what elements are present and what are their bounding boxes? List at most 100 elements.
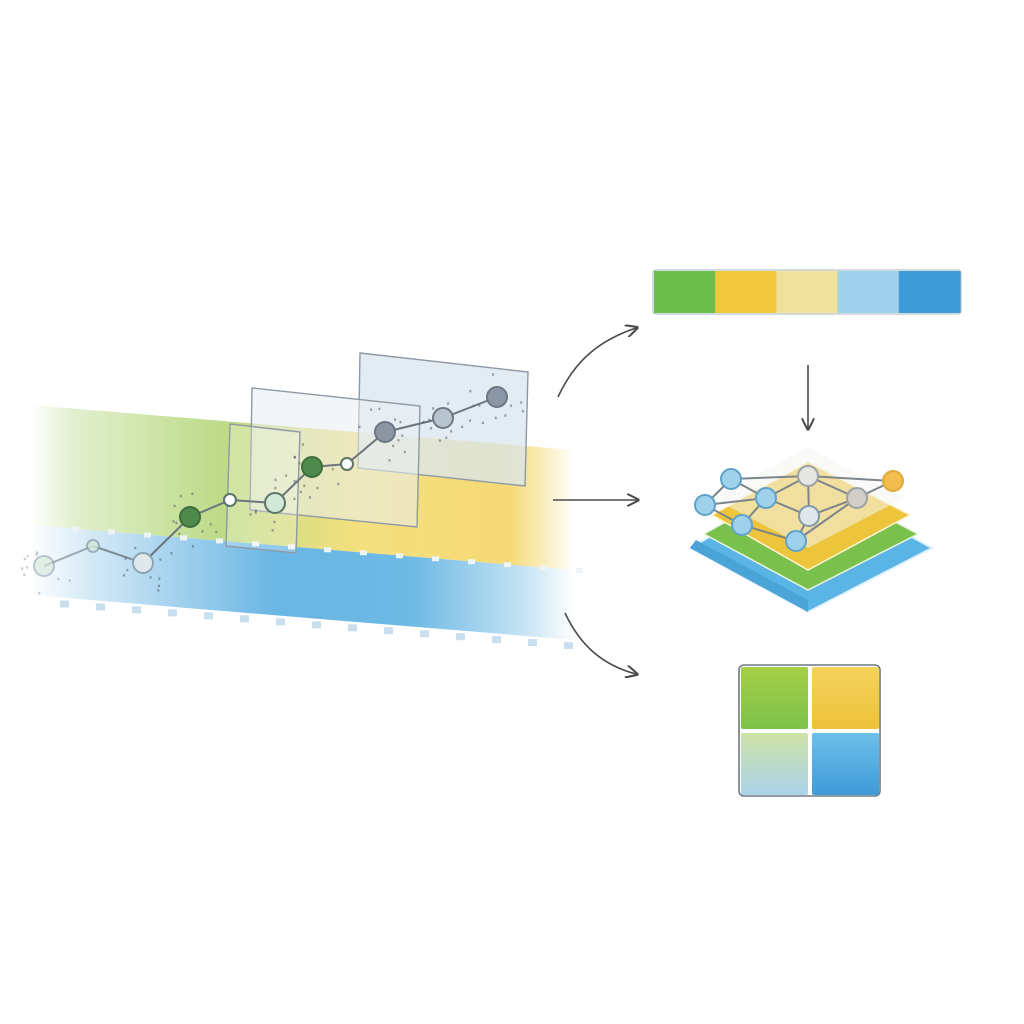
trajectory-speck <box>38 591 41 595</box>
trajectory-waypoint <box>340 457 354 471</box>
band-tick-marks <box>60 526 583 650</box>
layer-blue-side <box>690 540 808 612</box>
trajectory-speck <box>274 486 277 490</box>
trajectory-speck <box>254 511 257 514</box>
trajectory-speck <box>126 568 129 572</box>
trajectory-speck <box>521 410 524 413</box>
trajectory-speck <box>392 444 395 448</box>
band-tick <box>252 541 259 547</box>
trajectory-speck <box>285 474 288 477</box>
band-tick <box>576 568 583 574</box>
band-tick <box>180 535 187 541</box>
trajectory-speck <box>271 529 274 532</box>
trajectory-speck <box>494 416 497 420</box>
layer-graph-node <box>720 468 742 490</box>
trajectory-waypoint <box>86 539 100 553</box>
trajectory-speck <box>35 553 38 556</box>
band-tick <box>396 553 403 559</box>
trajectory-node <box>132 552 154 574</box>
color-bar-segment-light-blue <box>837 271 900 313</box>
trajectory-speck <box>191 492 194 495</box>
trajectory-speck <box>438 439 441 442</box>
layer-stack <box>687 448 935 614</box>
trajectory-speck <box>432 407 435 410</box>
color-bar-segment-green <box>654 271 716 313</box>
band-tick <box>456 633 465 641</box>
frame-middle <box>249 387 421 528</box>
trajectory-speck <box>399 420 402 424</box>
trajectory-node <box>432 407 454 429</box>
layer-graph-node <box>694 494 716 516</box>
layer-graph-node <box>798 505 820 527</box>
layer-graph-node <box>755 487 777 509</box>
band-tick <box>60 600 69 608</box>
trajectory-speck <box>158 584 161 588</box>
band-tick <box>204 612 213 620</box>
arrow-to-quad-grid <box>564 612 636 674</box>
trajectory-node <box>374 421 396 443</box>
color-bar-segment-pale-yellow <box>776 271 839 313</box>
flow-arrows <box>553 328 808 674</box>
trajectory-speck <box>337 482 340 486</box>
trajectory-speck <box>254 509 257 512</box>
trajectory-speck <box>26 566 29 569</box>
trajectory-speck <box>520 401 523 404</box>
band-blue <box>30 525 575 640</box>
layer-graph-edge <box>807 475 894 482</box>
layer-graph-node <box>785 530 807 552</box>
trajectory-speck <box>401 434 404 437</box>
trajectory-speck <box>170 551 173 555</box>
trajectory-speck <box>299 490 302 494</box>
band-tick <box>492 636 501 644</box>
band-tick <box>288 544 295 550</box>
trajectory-speck <box>172 520 175 523</box>
band-tick <box>108 529 115 535</box>
trajectory-speck <box>178 532 181 536</box>
trajectory-speck <box>159 558 162 561</box>
trajectory-speck <box>469 389 472 393</box>
trajectory-node <box>486 386 508 408</box>
trajectory-speck <box>388 459 391 462</box>
quad-grid-cell-yellow <box>812 667 879 729</box>
trajectory-speck <box>331 467 334 471</box>
trajectory-speck <box>273 520 276 524</box>
trajectory-speck <box>293 497 296 501</box>
trajectory-speck <box>134 546 137 550</box>
trajectory-speck <box>173 504 176 508</box>
trajectory-speck <box>274 478 277 482</box>
trajectory-speck <box>175 521 178 525</box>
trajectory-speck <box>123 574 126 577</box>
trajectory-speck <box>403 450 406 454</box>
band-tick <box>348 624 357 632</box>
layer-graph-node <box>731 514 753 536</box>
band-tick <box>360 550 367 556</box>
trajectory-speck <box>26 555 29 558</box>
trajectory-speck <box>293 455 296 459</box>
trajectory-speck <box>23 557 26 561</box>
band-tick <box>324 547 331 553</box>
trajectory-speck <box>430 426 433 430</box>
trajectory-speck <box>298 462 301 465</box>
trajectory-speck <box>504 414 507 417</box>
trajectory-speck <box>209 523 212 526</box>
band-tick <box>468 559 475 565</box>
trajectory-speck <box>149 576 152 579</box>
trajectory-speck <box>510 404 513 407</box>
trajectory-speck <box>358 425 361 429</box>
trajectory-speck <box>422 420 425 424</box>
trajectory-speck <box>21 567 24 570</box>
quad-grid-cell-pale-green-blue <box>741 733 808 795</box>
band-tick <box>540 565 547 571</box>
layer-graph <box>694 465 904 552</box>
trajectory-speck <box>23 573 26 577</box>
trajectory-node <box>301 456 323 478</box>
trajectory-speck <box>293 480 296 483</box>
quad-grid-cell-blue <box>812 733 879 795</box>
band-tick <box>312 621 321 629</box>
trajectory-speck <box>472 404 475 408</box>
layer-graph-node <box>882 470 904 492</box>
band-tick <box>564 642 573 650</box>
trajectory-waypoint <box>223 493 237 507</box>
